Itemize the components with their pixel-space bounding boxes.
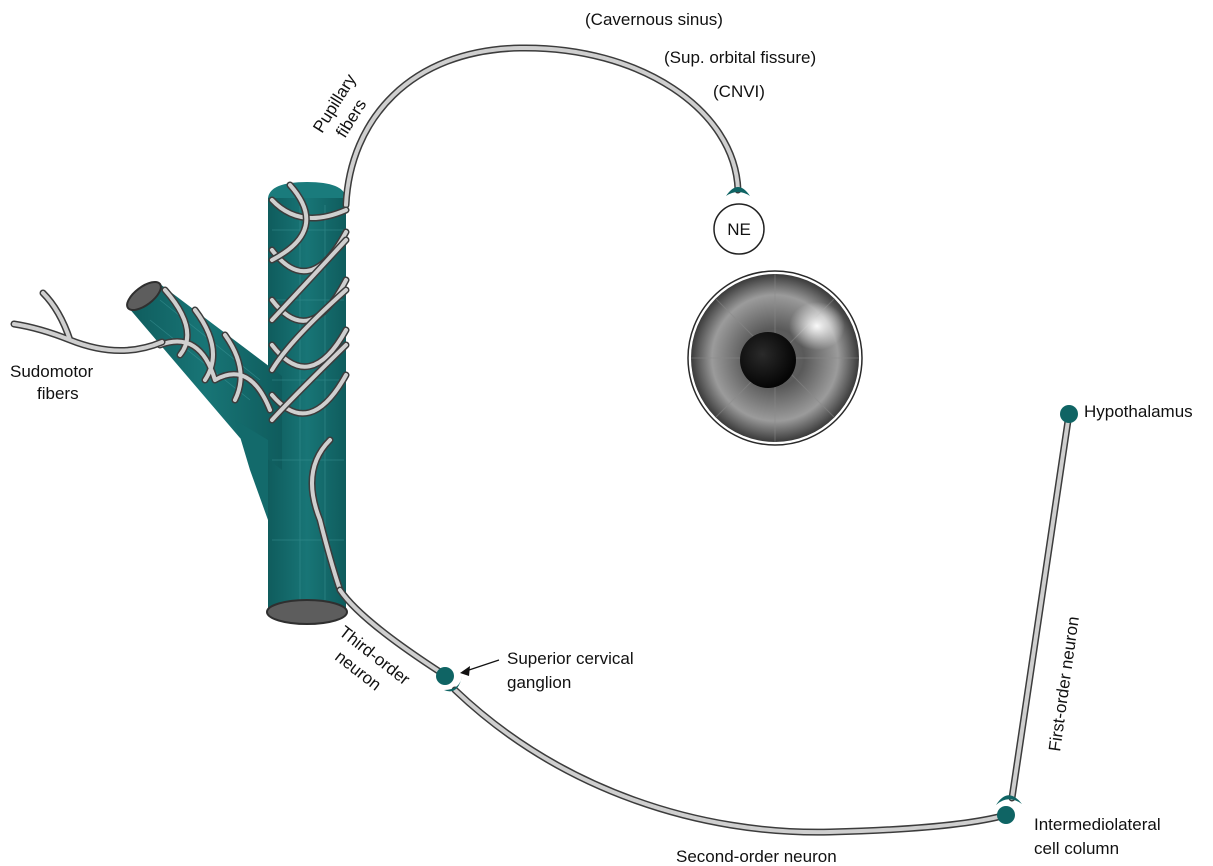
artery-bottom-opening [267,600,347,624]
synapse-intermediolateral-icon [996,795,1022,805]
label-intermediolateral-line2: cell column [1034,839,1119,858]
ne-terminal: NE [714,204,764,254]
label-first-order-neuron: First-order neuron [1045,615,1083,752]
label-sup-orbital-fissure: (Sup. orbital fissure) [664,48,816,67]
label-intermediolateral-line1: Intermediolateral [1034,815,1161,834]
nerve-fibers [14,48,1069,832]
label-superior-cervical-line1: Superior cervical [507,649,634,668]
label-third-order-neuron: Third-order neuron [322,622,414,706]
label-superior-cervical-line2: ganglion [507,673,571,692]
label-cavernous-sinus: (Cavernous sinus) [585,10,723,29]
label-pupillary-fibers: Pupillary fibers [309,70,379,147]
label-second-order-neuron: Second-order neuron [676,847,837,866]
hypothalamus-node [1060,405,1078,423]
synapse-ne-icon [726,187,750,196]
intermediolateral-node [997,806,1015,824]
label-sudomotor-line2: fibers [37,384,79,403]
pupil [740,332,796,388]
labels: (Cavernous sinus) (Sup. orbital fissure)… [10,10,1193,866]
ganglion-pointer-arrow [460,660,499,676]
eye-icon [688,271,862,445]
label-sudomotor-line1: Sudomotor [10,362,93,381]
label-hypothalamus: Hypothalamus [1084,402,1193,421]
internal-carotid-top [268,182,346,198]
superior-cervical-ganglion-node [436,667,454,685]
label-cnvi: (CNVI) [713,82,765,101]
ne-label: NE [727,220,751,239]
